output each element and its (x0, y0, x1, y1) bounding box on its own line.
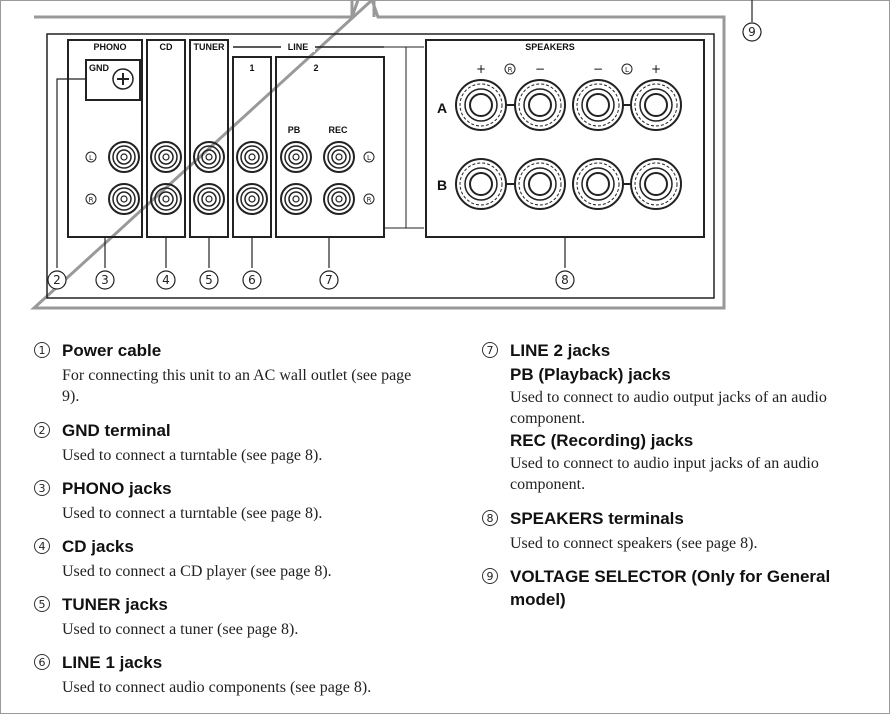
pb-label: PB (288, 125, 301, 135)
item-desc: Used to connect to audio input jacks of … (510, 455, 819, 493)
item-desc: Used to connect audio components (see pa… (62, 679, 372, 696)
rca-jack-icon (108, 183, 140, 215)
item-title: Power cable (62, 341, 162, 360)
svg-text:8: 8 (561, 273, 569, 287)
rear-panel-diagram: PHONO CD TUNER LINE 1 2 PB REC GND SPEAK… (30, 0, 762, 310)
svg-text:L: L (625, 66, 629, 74)
item-number: 4 (34, 538, 50, 554)
callout-number: 3 (95, 270, 115, 290)
speaker-terminal-icon (630, 79, 682, 131)
callout-number: 4 (156, 270, 176, 290)
minus-symbol: − (593, 62, 603, 76)
item-number: 5 (34, 596, 50, 612)
line-label: LINE (288, 42, 309, 52)
item-desc: Used to connect a turntable (see page 8)… (62, 447, 323, 464)
svg-text:R: R (367, 196, 372, 204)
svg-text:7: 7 (325, 273, 333, 287)
item-title: LINE 2 jacks (510, 341, 611, 360)
item-subtitle: PB (Playback) jacks (510, 365, 671, 384)
item-number: 7 (482, 342, 498, 358)
rca-jack-icon (108, 141, 140, 173)
svg-text:3: 3 (101, 273, 109, 287)
item-number: 9 (482, 568, 498, 584)
callout-number: 6 (242, 270, 262, 290)
plus-symbol: + (476, 62, 486, 76)
svg-text:9: 9 (748, 25, 756, 39)
item-number: 2 (34, 422, 50, 438)
callout-number: 5 (199, 270, 219, 290)
line2-box (275, 56, 385, 238)
rca-jack-icon (150, 141, 182, 173)
item-title: VOLTAGE SELECTOR (Only for General (510, 567, 831, 586)
callout-number: 8 (555, 270, 575, 290)
line1-label: 1 (249, 63, 254, 73)
rca-jack-icon (193, 141, 225, 173)
speaker-terminal-icon (572, 158, 624, 210)
speaker-terminal-icon (514, 79, 566, 131)
item-number: 6 (34, 654, 50, 670)
item-desc: Used to connect a turntable (see page 8)… (62, 505, 323, 522)
rca-jack-icon (193, 183, 225, 215)
gnd-terminal-box (85, 59, 141, 101)
item-desc: For connecting this unit to an AC wall o… (62, 367, 412, 405)
item-title: SPEAKERS terminals (510, 509, 684, 528)
item-desc: Used to connect speakers (see page 8). (510, 535, 758, 552)
svg-text:R: R (89, 196, 94, 204)
rca-jack-icon (323, 183, 355, 215)
minus-symbol: − (535, 62, 545, 76)
rca-jack-icon (236, 183, 268, 215)
svg-text:2: 2 (53, 273, 61, 287)
item-title: LINE 1 jacks (62, 653, 163, 672)
speaker-terminal-icon (455, 158, 507, 210)
svg-text:6: 6 (248, 273, 256, 287)
speakers-label: SPEAKERS (525, 42, 575, 52)
rca-jack-icon (323, 141, 355, 173)
inner-plate (46, 33, 715, 299)
cd-label: CD (160, 42, 173, 52)
phono-label: PHONO (93, 42, 126, 52)
speaker-row-a-label: A (437, 100, 447, 116)
gnd-label: GND (89, 63, 110, 73)
svg-text:5: 5 (205, 273, 213, 287)
item-title: PHONO jacks (62, 479, 172, 498)
item-subtitle: REC (Recording) jacks (510, 431, 694, 450)
item-title-cont: model) (510, 590, 566, 609)
item-title: CD jacks (62, 537, 134, 556)
item-number: 1 (34, 342, 50, 358)
svg-text:R: R (508, 66, 513, 74)
svg-text:L: L (367, 154, 371, 162)
speaker-row-b-label: B (437, 177, 447, 193)
rca-jack-icon (280, 141, 312, 173)
speaker-terminal-icon (572, 79, 624, 131)
tuner-label: TUNER (194, 42, 225, 52)
svg-text:L: L (89, 154, 93, 162)
gnd-screw-icon (112, 68, 134, 90)
speaker-terminal-icon (514, 158, 566, 210)
rca-jack-icon (236, 141, 268, 173)
speaker-terminal-icon (455, 79, 507, 131)
rca-jack-icon (150, 183, 182, 215)
callout-number: 9 (742, 22, 762, 42)
plus-symbol: + (651, 62, 661, 76)
item-title: TUNER jacks (62, 595, 168, 614)
chassis-outline (30, 0, 726, 310)
line2-label: 2 (313, 63, 318, 73)
item-desc: Used to connect a tuner (see page 8). (62, 621, 299, 638)
callout-number: 2 (47, 270, 67, 290)
item-desc: Used to connect to audio output jacks of… (510, 389, 827, 427)
item-number: 8 (482, 510, 498, 526)
svg-text:4: 4 (162, 273, 170, 287)
callout-number: 7 (319, 270, 339, 290)
item-desc: Used to connect a CD player (see page 8)… (62, 563, 332, 580)
item-title: GND terminal (62, 421, 171, 440)
speaker-terminal-icon (630, 158, 682, 210)
rec-label: REC (328, 125, 348, 135)
rca-jack-icon (280, 183, 312, 215)
item-number: 3 (34, 480, 50, 496)
